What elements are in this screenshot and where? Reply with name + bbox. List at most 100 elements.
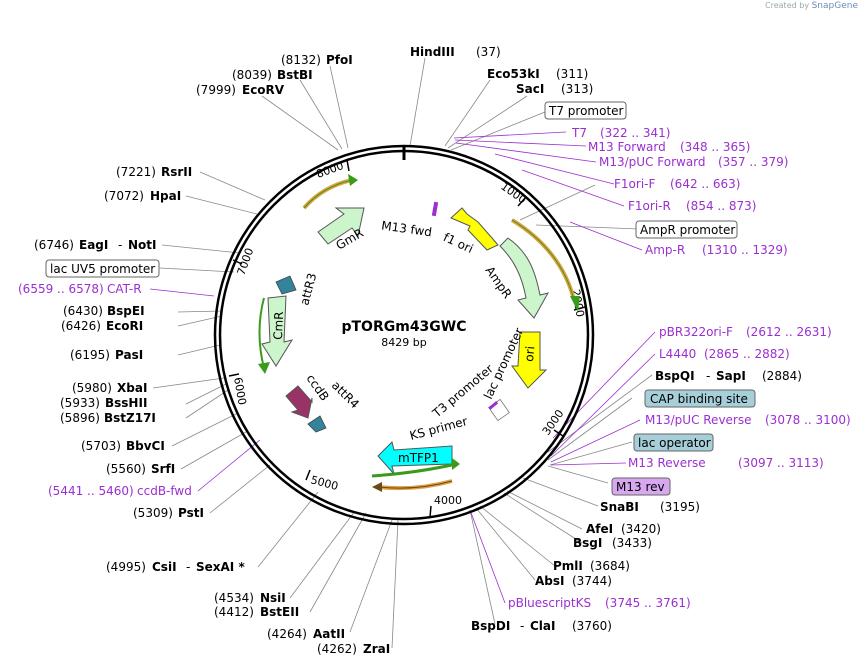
site-hindiii-pos: (37) — [476, 45, 501, 59]
primer-amp-r-range: (1310 .. 1329) — [702, 243, 788, 257]
site-clai[interactable]: ClaI — [530, 619, 555, 633]
site-aatii[interactable]: AatII — [313, 627, 345, 641]
site-pfoi-pos: (8132) — [281, 53, 321, 67]
site-zrai-pos: (4262) — [317, 642, 357, 656]
ampr-arrow[interactable] — [499, 237, 550, 319]
site-bbvci[interactable]: BbvCI — [126, 439, 165, 453]
site-noti[interactable]: NotI — [128, 238, 157, 252]
t7-promoter-box: T7 promoter — [548, 104, 624, 118]
site-bsteii[interactable]: BstEII — [260, 605, 299, 619]
tick-marks — [228, 159, 586, 518]
site-ecori[interactable]: EcoRI — [106, 319, 143, 333]
site-sapi[interactable]: SapI — [716, 369, 746, 383]
site-bsshii[interactable]: BssHII — [105, 396, 147, 410]
primer-l4440[interactable]: L4440 — [659, 347, 696, 361]
primer-m13puc-forward-range: (357 .. 379) — [718, 155, 788, 169]
site-bspdi[interactable]: BspDI — [471, 619, 510, 633]
site-bspei[interactable]: BspEI — [107, 304, 145, 318]
site-bstbi[interactable]: BstBI — [277, 68, 313, 82]
plasmid-size: 8429 bp — [381, 336, 426, 349]
svg-text:-: - — [706, 369, 710, 383]
site-rsrii[interactable]: RsrII — [161, 165, 192, 179]
site-bstbi-pos: (8039) — [232, 68, 272, 82]
site-eagi-pos: (6746) — [34, 238, 74, 252]
ori-label: ori — [522, 345, 537, 362]
tick-3000: 3000 — [540, 407, 567, 437]
site-bspqi[interactable]: BspQI — [655, 369, 695, 383]
site-psti[interactable]: PstI — [178, 506, 204, 520]
f1-ori-arrow[interactable] — [450, 207, 499, 251]
site-srfi[interactable]: SrfI — [151, 462, 175, 476]
site-bstz17i[interactable]: BstZ17I — [104, 411, 156, 425]
primer-m13puc-reverse[interactable]: M13/pUC Reverse — [645, 413, 752, 427]
site-csii-pos: (4995) — [106, 560, 146, 574]
primer-m13puc-forward[interactable]: M13/pUC Forward — [599, 155, 706, 169]
restriction-sites: HindIII (37) Eco53kI (311) SacI (313) (8… — [34, 45, 802, 656]
site-bspei-pos: (6430) — [63, 304, 103, 318]
primer-ccdb-fwd[interactable]: ccdB-fwd — [137, 484, 192, 498]
snapgene-credit: Created by SnapGene — [765, 1, 858, 11]
site-pasi[interactable]: PasI — [115, 348, 143, 362]
site-nsii-pos: (4534) — [214, 591, 254, 605]
primer-cat-r[interactable]: CAT-R — [107, 282, 142, 296]
site-hpai-pos: (7072) — [104, 189, 144, 203]
primer-m13puc-reverse-range: (3078 .. 3100) — [765, 413, 851, 427]
ori-arrow[interactable] — [511, 331, 548, 389]
site-ecorv-pos: (7999) — [196, 83, 236, 97]
ccdb-arrow[interactable] — [285, 385, 313, 419]
site-rsrii-pos: (7221) — [116, 165, 156, 179]
site-ecorv[interactable]: EcoRV — [242, 83, 285, 97]
tick-4000: 4000 — [434, 494, 462, 507]
primer-f1ori-r[interactable]: F1ori-R — [628, 199, 671, 213]
site-nsii[interactable]: NsiI — [260, 591, 286, 605]
primer-m13-forward[interactable]: M13 Forward — [588, 140, 666, 154]
credit-prefix: Created by — [765, 1, 810, 10]
site-afei[interactable]: AfeI — [586, 522, 613, 536]
site-sexai[interactable]: SexAI * — [196, 560, 245, 574]
plasmid-name: pTORGm43GWC — [341, 319, 466, 335]
site-csii[interactable]: CsiI — [152, 560, 177, 574]
site-hindiii[interactable]: HindIII — [410, 45, 455, 59]
primer-f1ori-f[interactable]: F1ori-F — [614, 177, 655, 191]
boxed-labels: T7 promoter AmpR promoter lac UV5 promot… — [45, 101, 756, 496]
lac-operator-box: lac operator — [638, 436, 711, 450]
site-bspdi-pos: (3760) — [572, 619, 612, 633]
site-xbai[interactable]: XbaI — [117, 381, 147, 395]
site-eagi[interactable]: EagI — [79, 238, 108, 252]
site-zrai[interactable]: ZraI — [363, 642, 390, 656]
site-saci[interactable]: SacI — [516, 82, 544, 96]
primer-m13-reverse[interactable]: M13 Reverse — [628, 456, 706, 470]
site-leader-lines — [152, 57, 653, 649]
mtfp1-arrow[interactable] — [377, 441, 453, 475]
site-snabi[interactable]: SnaBI — [600, 500, 639, 514]
primer-cat-r-range: (6559 .. 6578) — [18, 282, 104, 296]
site-hpai[interactable]: HpaI — [150, 189, 181, 203]
cmr-arrow[interactable] — [261, 295, 294, 367]
primer-pbluescriptks[interactable]: pBluescriptKS — [508, 596, 591, 610]
site-pmli[interactable]: PmlI — [553, 559, 583, 573]
site-absi[interactable]: AbsI — [535, 574, 564, 588]
primer-amp-r[interactable]: Amp-R — [645, 243, 685, 257]
site-bsgi[interactable]: BsgI — [573, 536, 602, 550]
site-snabi-pos: (3195) — [660, 500, 700, 514]
primer-pbr322ori-f[interactable]: pBR322ori-F — [659, 325, 733, 339]
svg-text:-: - — [520, 619, 524, 633]
primer-t7-range: (322 .. 341) — [600, 126, 670, 140]
primer-t7[interactable]: T7 — [571, 126, 587, 140]
f1-ori-label: f1 ori — [441, 230, 475, 256]
site-absi-pos: (3744) — [572, 574, 612, 588]
site-eco53ki[interactable]: Eco53kI — [487, 67, 540, 81]
tick-1000: 1000 — [498, 180, 528, 207]
ampr-promoter-box: AmpR promoter — [640, 223, 735, 237]
site-pfoi[interactable]: PfoI — [326, 53, 353, 67]
svg-text:-: - — [118, 238, 122, 252]
gmr-arrow[interactable] — [317, 207, 365, 245]
lac-promoter-mark — [488, 398, 510, 422]
site-bbvci-pos: (5703) — [81, 439, 121, 453]
site-bsgi-pos: (3433) — [612, 536, 652, 550]
attr3-mark — [275, 275, 297, 295]
site-saci-pos: (313) — [561, 82, 593, 96]
primer-pbr322ori-f-range: (2612 .. 2631) — [746, 325, 832, 339]
tick-8000: 8000 — [315, 159, 346, 181]
site-xbai-pos: (5980) — [72, 381, 112, 395]
